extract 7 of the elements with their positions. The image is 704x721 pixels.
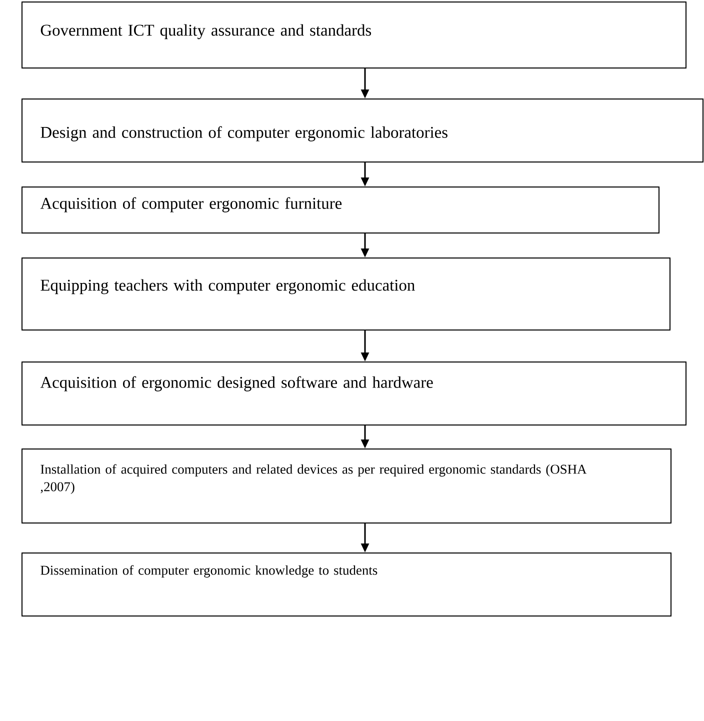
process-box: Government ICT quality assurance and standards (22, 2, 686, 68)
process-box: Installation of acquired computers and related devices as per required ergonomic standards (OSHA ,2007) (22, 448, 672, 524)
process-box: Acquisition of computer ergonomic furniture (22, 186, 660, 234)
process-box: Design and construction of computer ergonomic laboratories (22, 98, 704, 162)
process-box: Acquisition of ergonomic designed software and hardware (22, 362, 686, 426)
process-box: Dissemination of computer ergonomic knowledge to students (22, 552, 672, 616)
process-box: Equipping teachers with computer ergonomic education (22, 258, 670, 330)
